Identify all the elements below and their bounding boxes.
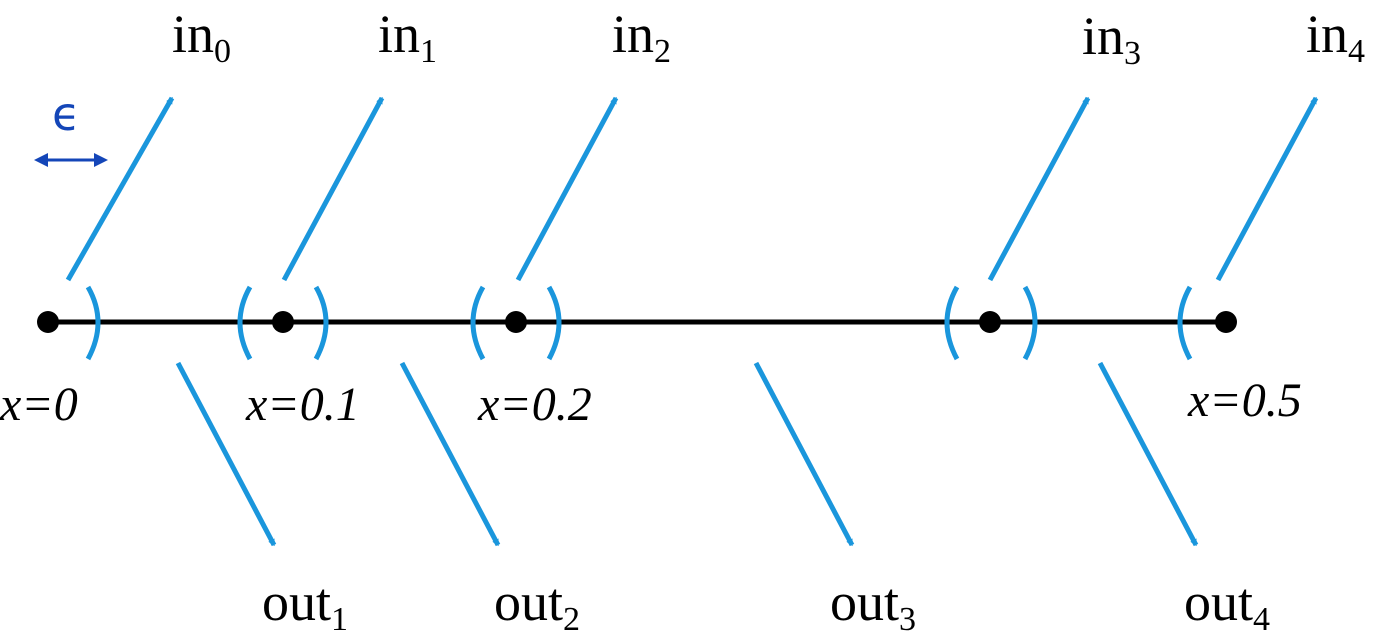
epsilon-arrowhead-left — [34, 153, 48, 167]
bracket-close — [546, 285, 562, 361]
label-in-0: in0 — [172, 4, 231, 70]
epsilon-indicator: ϵ — [34, 87, 108, 167]
arrow-in-0 — [65, 96, 175, 282]
point-x04 — [979, 311, 1001, 333]
bracket-close — [85, 285, 101, 361]
arrow-in-2 — [515, 96, 619, 282]
point-x02 — [505, 311, 527, 333]
point-x0 — [37, 311, 59, 333]
bracket-close — [313, 285, 329, 361]
input-labels: in0 in1 in2 in3 in4 — [172, 4, 1365, 72]
epsilon-label: ϵ — [52, 87, 80, 141]
arrow-out-2 — [399, 361, 501, 547]
brackets — [85, 285, 1193, 361]
point-x05 — [1215, 311, 1237, 333]
bracket-open — [944, 285, 960, 361]
arrow-out-3 — [753, 361, 855, 547]
bracket-open — [470, 285, 486, 361]
arrow-out-1 — [175, 361, 277, 547]
label-x01: x=0.1 — [245, 378, 360, 431]
bracket-open — [237, 285, 253, 361]
point-x01 — [272, 311, 294, 333]
bracket-open — [1177, 285, 1193, 361]
points — [37, 311, 1237, 333]
arrow-in-4 — [1215, 96, 1319, 282]
label-out-4: out4 — [1184, 572, 1270, 638]
label-x0: x=0 — [0, 378, 78, 431]
label-x05: x=0.5 — [1187, 374, 1302, 427]
arrow-in-1 — [281, 96, 385, 282]
label-x02: x=0.2 — [477, 378, 592, 431]
label-out-1: out1 — [262, 572, 348, 638]
label-out-2: out2 — [494, 572, 580, 638]
arrow-in-3 — [987, 96, 1091, 282]
arrow-out-4 — [1097, 361, 1199, 547]
label-in-3: in3 — [1082, 6, 1141, 72]
label-in-4: in4 — [1306, 4, 1365, 70]
point-labels: x=0 x=0.1 x=0.2 x=0.5 — [0, 374, 1302, 431]
label-in-1: in1 — [378, 4, 437, 70]
output-labels: out1 out2 out3 out4 — [262, 572, 1270, 638]
label-out-3: out3 — [830, 572, 916, 638]
output-arrows — [175, 361, 1199, 547]
bracket-close — [1022, 285, 1038, 361]
input-arrows — [65, 96, 1319, 282]
label-in-2: in2 — [612, 4, 671, 70]
epsilon-arrowhead-right — [94, 153, 108, 167]
